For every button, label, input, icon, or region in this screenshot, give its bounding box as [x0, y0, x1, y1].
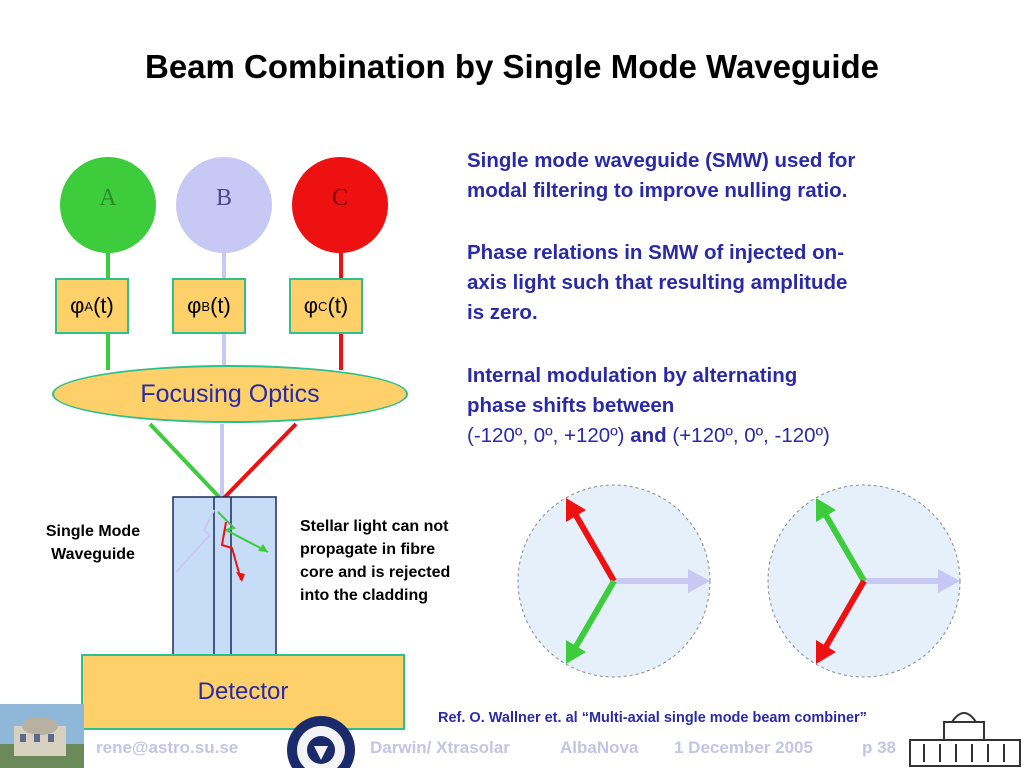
telescope-a-label: A [99, 185, 117, 211]
phase-subscript: C [318, 298, 328, 314]
text-line: Phase relations in SMW of injected on- [467, 241, 845, 264]
phasor-2-vector-a [821, 510, 867, 583]
arrowhead-green [258, 544, 268, 552]
footer-venue: AlbaNova [560, 738, 639, 757]
stellar-light-note: Stellar light can not propagate in fibre… [300, 515, 500, 607]
phase-argument: (t) [93, 293, 114, 318]
phase-symbol: φ [303, 293, 319, 318]
text-line: Single Mode [45, 523, 141, 540]
phase-argument: (t) [210, 293, 231, 318]
reference-citation: Ref. O. Wallner et. al “Multi-axial sing… [438, 710, 867, 726]
building-photo-icon [0, 704, 84, 768]
phase-sets-line: (-120º, 0º, +120º) and (+120º, 0º, -120º… [467, 421, 967, 451]
and-word: and [630, 424, 667, 447]
footer-page: p 38 [862, 738, 897, 757]
text-line: Single mode waveguide (SMW) used for [467, 149, 856, 172]
phasor-1-vector-c [571, 510, 617, 583]
converge-line-a [148, 422, 224, 502]
text-line: is zero. [467, 301, 538, 324]
phasor-2-vector-c [821, 579, 867, 652]
footer-event: Darwin/ Xtrasolar [370, 738, 510, 757]
phasor-2-arrowhead-c [816, 640, 836, 664]
phasor-1-arrowhead-a [566, 640, 586, 664]
text-line: Stellar light can not [300, 518, 449, 535]
text-line: axis light such that resulting amplitude [467, 271, 848, 294]
phase-subscript: A [84, 298, 94, 314]
phase-set-1: (-120º, 0º, +120º) [467, 424, 625, 447]
rejected-ray-red [220, 521, 242, 581]
rejected-ray-green [217, 511, 269, 553]
phasor-2-arrowhead-a [816, 498, 836, 522]
phasor-1-vector-a [571, 579, 617, 652]
telescope-c-circle: C [292, 157, 388, 253]
page-title: Beam Combination by Single Mode Waveguid… [144, 48, 880, 85]
phasor-2-arrowhead-b [938, 569, 960, 593]
phasor-1-arrowhead-b [688, 569, 710, 593]
text-line: Waveguide [51, 546, 135, 563]
phase-symbol: φ [70, 293, 85, 318]
university-seal-icon [287, 716, 355, 768]
text-line: phase shifts between [467, 394, 675, 417]
telescope-c-label: C [331, 185, 348, 211]
text-line: core and is rejected [300, 564, 451, 581]
footer-bar [0, 733, 1024, 768]
phase-argument: (t) [327, 293, 349, 318]
phase-symbol: φ [187, 293, 202, 318]
rejected-ray-lavender [175, 509, 215, 573]
phase-set-2: (+120º, 0º, -120º) [672, 424, 830, 447]
phasor-1-arrowhead-c [566, 498, 586, 522]
text-line: modal filtering to improve nulling ratio… [467, 179, 848, 202]
paragraph-smw: Single mode waveguide (SMW) used for mod… [467, 146, 967, 206]
paragraph-modulation: Internal modulation by alternating phase… [467, 361, 967, 451]
telescope-a-circle: A [60, 157, 156, 253]
footer-email: rene@astro.su.se [96, 738, 239, 757]
text-line: propagate in fibre [300, 541, 436, 558]
arrowhead-red [236, 572, 245, 582]
telescope-b-circle: B [176, 157, 272, 253]
footer-date: 1 December 2005 [674, 738, 813, 757]
detector: Detector [81, 654, 405, 730]
phase-subscript: B [201, 298, 211, 314]
telescope-b-label: B [215, 185, 232, 211]
focusing-optics: Focusing Optics [52, 365, 408, 423]
observatory-drawing-icon [904, 700, 1024, 768]
waveguide-cladding [172, 496, 277, 656]
text-line: Internal modulation by alternating [467, 364, 798, 387]
converge-line-c [220, 422, 298, 502]
text-line: into the cladding [300, 587, 428, 604]
paragraph-phase-relations: Phase relations in SMW of injected on- a… [467, 238, 967, 328]
waveguide-label: Single Mode Waveguide [28, 520, 158, 566]
